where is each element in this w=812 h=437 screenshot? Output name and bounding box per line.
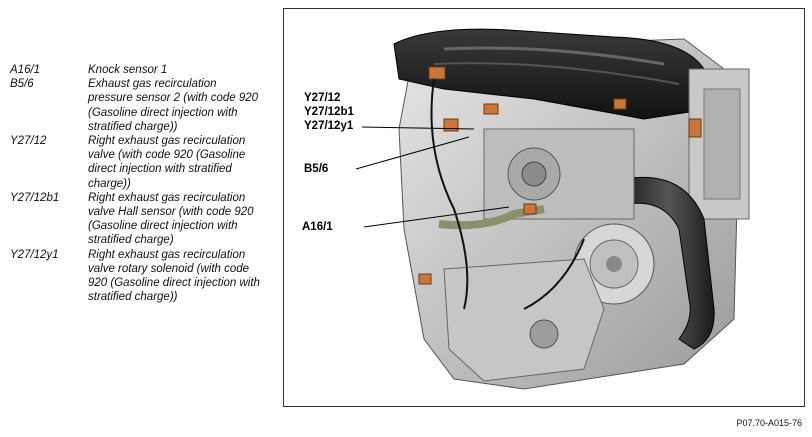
callout-y27-12y1: Y27/12y1	[304, 120, 354, 132]
legend-row-y27-12y1: Y27/12y1 Right exhaust gas recirculation…	[10, 248, 272, 305]
callout-y27-12: Y27/12	[304, 92, 341, 104]
callout-b5-6: B5/6	[304, 163, 329, 175]
legend-desc: Right exhaust gas recirculation valve Ha…	[88, 191, 254, 247]
legend-row-a16-1: A16/1 Knock sensor 1	[10, 63, 272, 77]
legend-code: Y27/12y1	[10, 248, 59, 261]
engine-illustration	[355, 28, 750, 390]
legend-code: A16/1	[10, 64, 41, 76]
legend-code: Y27/12	[10, 135, 47, 148]
figure-reference-number: P07.70-A015-76	[736, 418, 802, 428]
legend-row-y27-12: Y27/12 Right exhaust gas recirculation v…	[10, 134, 272, 191]
legend-row-b5-6: B5/6 Exhaust gas recirculation pressure …	[10, 77, 272, 134]
legend-desc: Exhaust gas recirculation pressure senso…	[88, 78, 259, 133]
legend-code: B5/6	[10, 78, 34, 91]
legend-row-y27-12b1: Y27/12b1 Right exhaust gas recirculation…	[10, 191, 272, 248]
legend-code: Y27/12b1	[10, 191, 60, 204]
legend-desc: Right exhaust gas recirculation valve ro…	[88, 248, 260, 304]
legend-desc: Knock sensor 1	[88, 64, 168, 76]
callout-a16-1: A16/1	[302, 221, 333, 233]
callout-y27-12b1: Y27/12b1	[304, 106, 354, 118]
engine-figure-frame: Y27/12 Y27/12b1 Y27/12y1 B5/6 A16/1	[283, 8, 805, 407]
legend-desc: Right exhaust gas recirculation valve (w…	[88, 135, 246, 190]
legend: A16/1 Knock sensor 1 B5/6 Exhaust gas re…	[10, 63, 272, 304]
